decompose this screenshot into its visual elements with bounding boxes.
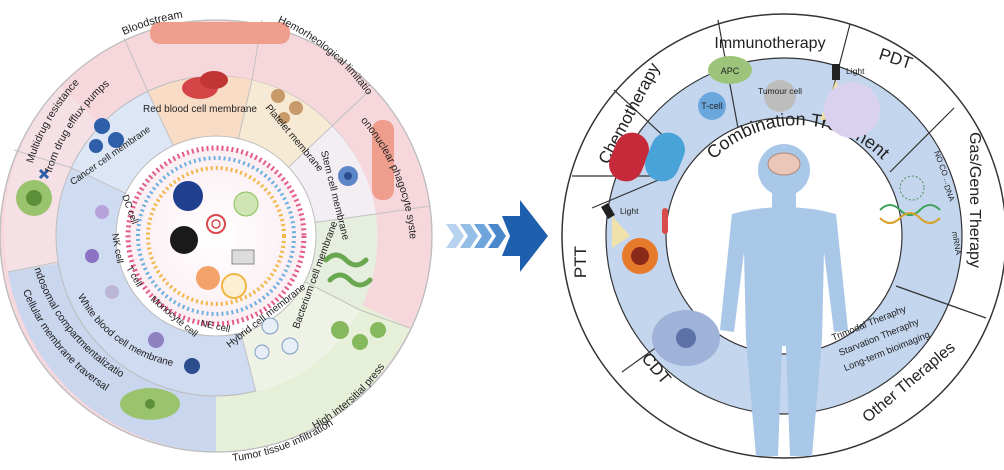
bloodstream-vessel-icon [150, 22, 290, 44]
nanoparticle-ring [206, 214, 226, 234]
label-apc: APC [721, 66, 740, 76]
label-tumour-cell: Tumour cell [758, 86, 802, 96]
right-combination-diagram: Chemotherapy Immunotherapy PDT Gas/Gene … [561, 13, 1004, 459]
transition-arrow [446, 200, 548, 272]
label-t-cell-immuno: T-cell [701, 101, 723, 111]
left-membrane-diagram: Bloodstream Hemorheological limitations … [0, 0, 433, 464]
tumor-tissue-icon [331, 321, 386, 350]
gene-helix-icon [879, 175, 941, 224]
pdt-light-icon [820, 64, 880, 138]
nanoparticle-liposome [221, 273, 247, 299]
cancer-cell-icon [89, 118, 124, 153]
nanoparticle-blue [173, 181, 203, 211]
brain-icon [767, 152, 801, 176]
nanoparticle-orange [196, 266, 220, 290]
phagocyte-vessel-icon [372, 120, 394, 200]
lipid-bilayer-ring [125, 145, 307, 327]
nanoparticle-black [170, 226, 198, 254]
nanoparticle-green [233, 191, 259, 217]
arrow-head [502, 200, 548, 272]
label-rbc-membrane: Red blood cell membrane [143, 104, 257, 115]
endosome-cell-icon [120, 388, 180, 420]
hybrid-cell-icon [254, 317, 299, 360]
bacterium-icon [323, 252, 369, 268]
label-light-pdt: Light [846, 66, 865, 76]
drug-capsule-icon [609, 132, 685, 182]
tumor-cell-icon [16, 168, 52, 216]
ptt-light-icon [601, 202, 668, 274]
stem-cell-icon [338, 166, 358, 186]
label-gas-gene: Gas/Gene Therapy [966, 132, 983, 268]
cdt-cell-icon [652, 310, 720, 366]
label-ptt: PTT [571, 246, 590, 278]
label-immunotherapy: Immunotherapy [714, 35, 825, 52]
label-mrna: mRNA [950, 231, 963, 256]
nanoparticle-sheet [231, 249, 255, 265]
immune-cells-icon [698, 56, 796, 120]
label-light-ptt: Light [620, 206, 639, 216]
platelet-icon [271, 89, 303, 124]
white-blood-cell-icons [85, 205, 200, 374]
label-nk-cell: NK cell [109, 233, 125, 265]
